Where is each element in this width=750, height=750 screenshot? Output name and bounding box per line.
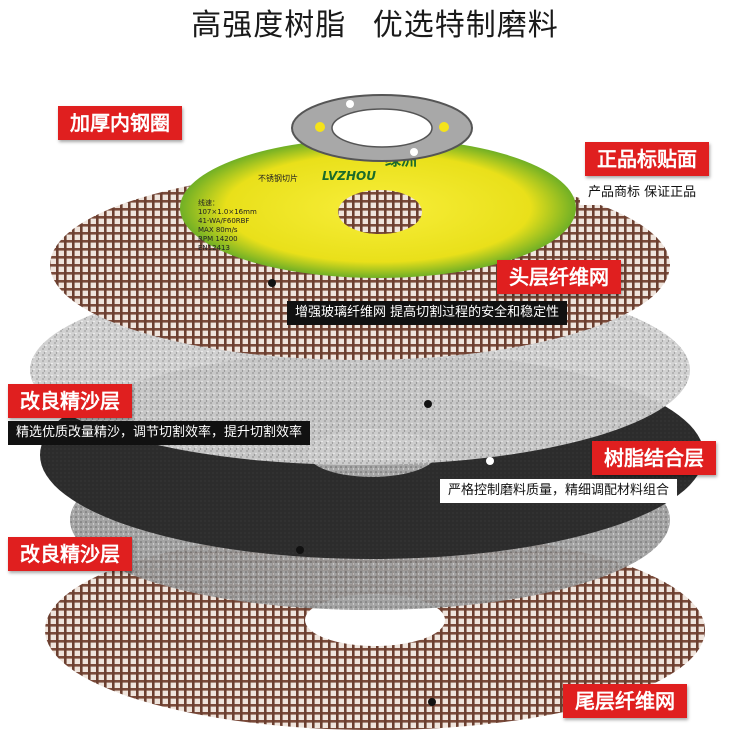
tag-lower-sand: 改良精沙层: [8, 537, 132, 571]
tag-label-surface: 正品标贴面: [585, 142, 709, 176]
svg-text:41-WA/F60RBF: 41-WA/F60RBF: [198, 217, 249, 225]
label-top-text: 不锈钢切片: [258, 173, 298, 183]
marker-resin: [486, 457, 494, 465]
marker-lower-sand: [296, 546, 304, 554]
tag-steel-ring: 加厚内钢圈: [58, 106, 182, 140]
tag-head-mesh: 头层纤维网: [497, 260, 621, 294]
svg-text:线速：: 线速：: [198, 198, 219, 207]
marker-tail-mesh: [428, 698, 436, 706]
brand-logo-en: LVZHOU: [322, 169, 376, 183]
title-right: 优选特制磨料: [372, 8, 559, 43]
caption-upper-sand: 精选优质改量精沙，调节切割效率，提升切割效率: [8, 421, 311, 445]
svg-text:EN12413: EN12413: [198, 244, 230, 252]
label-disc: 不锈钢切片 线速： 107×1.0×16mm 41-WA/F60RBF MAX …: [180, 138, 576, 278]
page-title: 高强度树脂 优选特制磨料: [0, 0, 750, 52]
caption-resin: 严格控制磨料质量，精细调配材料组合: [440, 479, 678, 503]
steel-ring: [291, 94, 473, 162]
tag-upper-sand: 改良精沙层: [8, 384, 132, 418]
title-left: 高强度树脂: [191, 8, 347, 43]
svg-text:MAX 80m/s: MAX 80m/s: [198, 226, 238, 234]
caption-head-mesh: 增强玻璃纤维网 提高切割过程的安全和稳定性: [287, 301, 568, 325]
svg-text:RPM 14200: RPM 14200: [198, 235, 238, 243]
tag-tail-mesh: 尾层纤维网: [563, 684, 687, 718]
marker-head-mesh: [268, 279, 276, 287]
marker-upper-sand: [424, 400, 432, 408]
tag-resin: 树脂结合层: [592, 441, 716, 475]
svg-text:107×1.0×16mm: 107×1.0×16mm: [198, 208, 257, 216]
caption-label-surface: 产品商标 保证正品: [580, 181, 705, 205]
